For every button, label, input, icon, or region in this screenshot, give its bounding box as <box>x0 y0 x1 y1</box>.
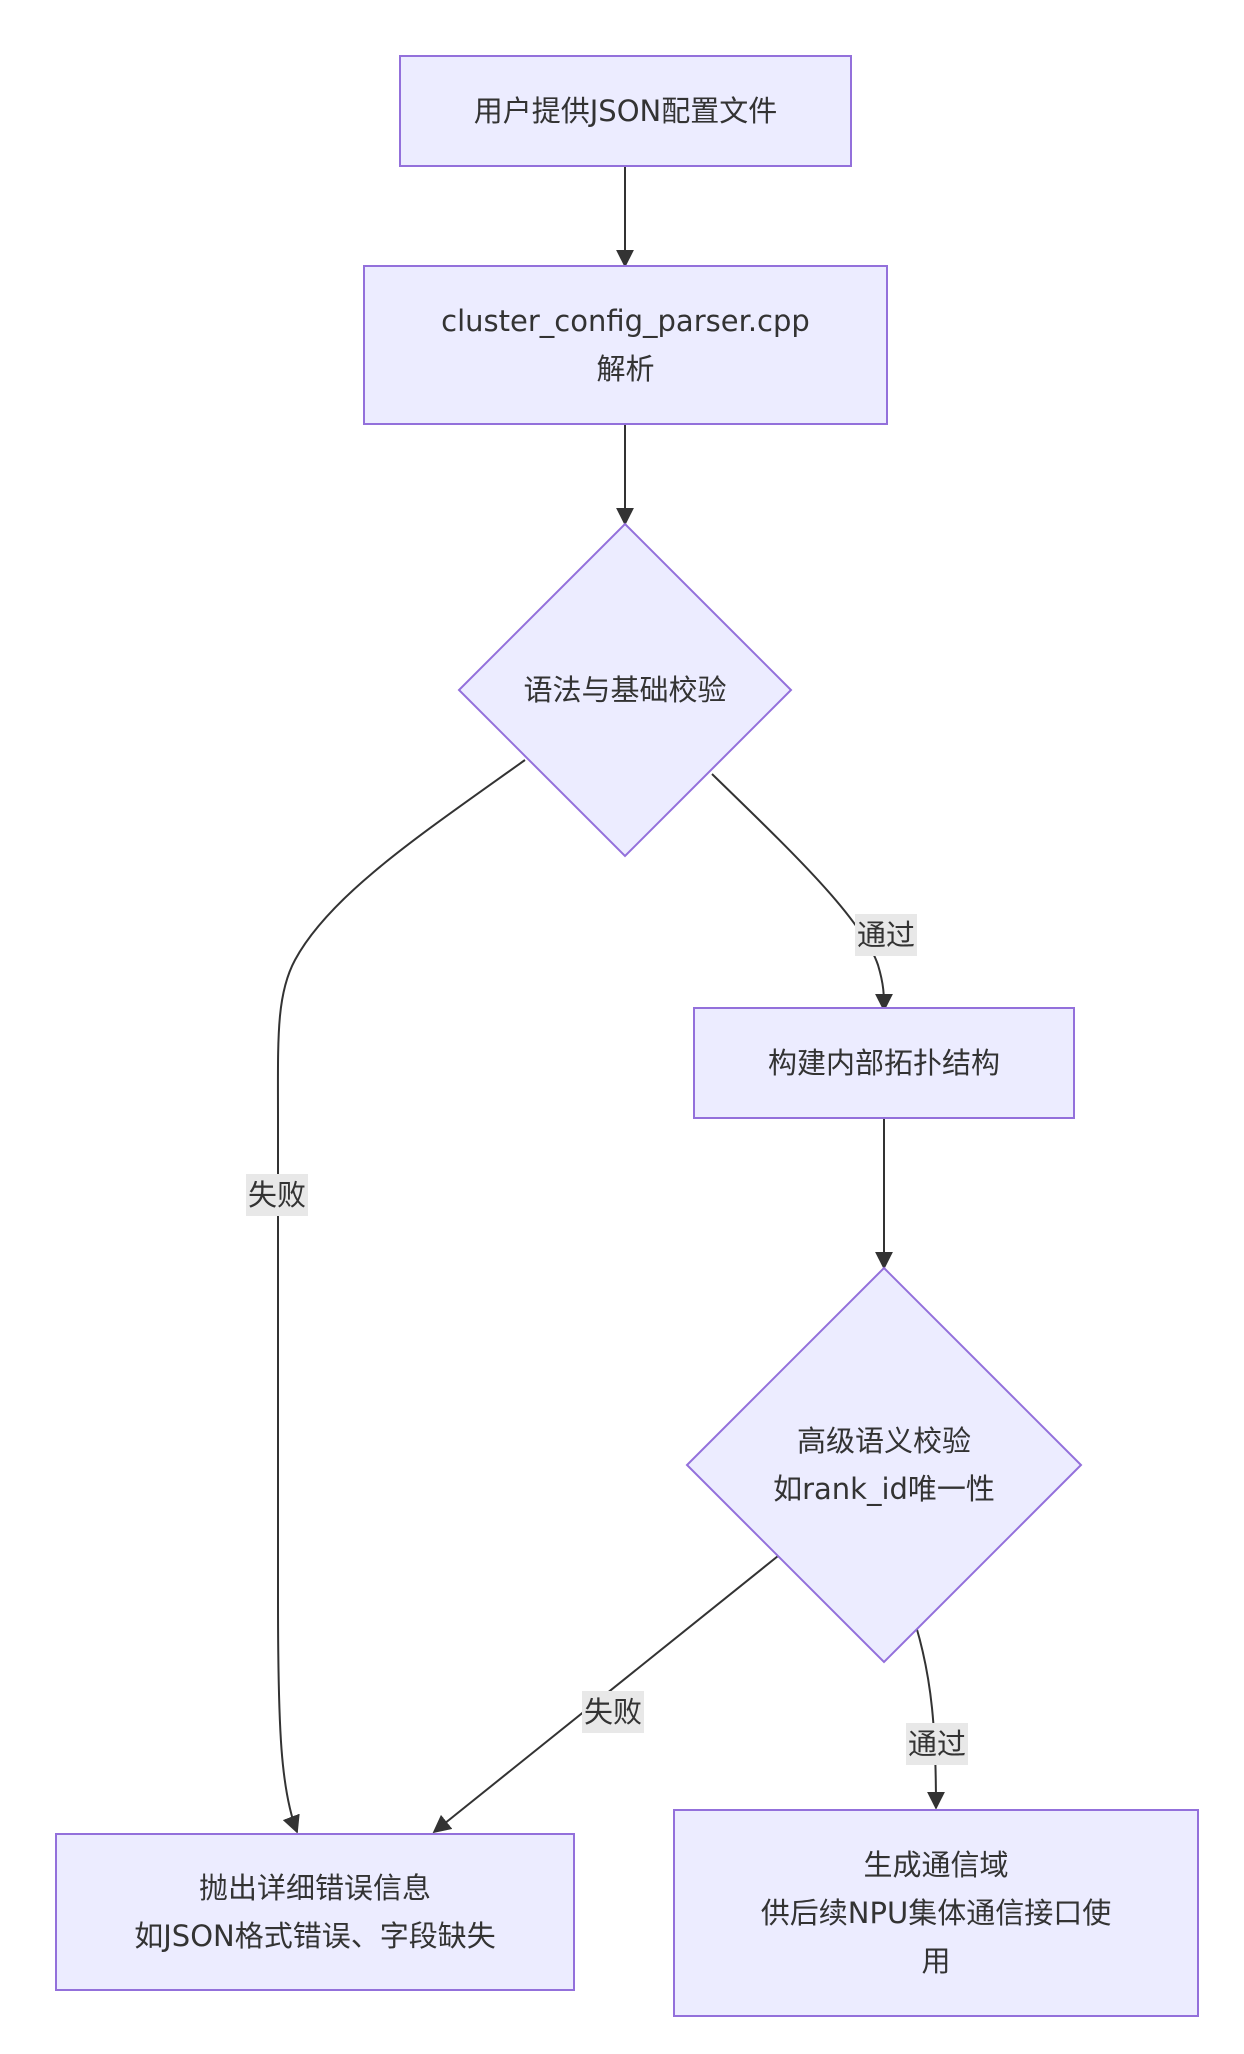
edge-label-syntax-pass: 通过 <box>855 914 918 956</box>
node-syntax-check-label: 语法与基础校验 <box>459 642 791 738</box>
node-domain-text-line2: 供后续NPU集体通信接口使 <box>760 1896 1112 1930</box>
edge-label-syntax-fail: 失败 <box>246 1174 309 1216</box>
node-build-topology-box <box>693 1007 1075 1119</box>
node-error-label: 抛出详细错误信息 如JSON格式错误、字段缺失 <box>56 1834 574 1990</box>
node-parser-text-line2: 解析 <box>596 352 655 386</box>
node-syntax-check-diamond <box>457 522 793 858</box>
edge-syntax-fail <box>276 759 526 1834</box>
node-error-text-line1: 抛出详细错误信息 <box>198 1871 431 1905</box>
node-syntax-check-text: 语法与基础校验 <box>523 673 727 707</box>
node-semantic-check-text-line1: 高级语义校验 <box>796 1424 971 1458</box>
node-build-topology-label: 构建内部拓扑结构 <box>694 1008 1074 1118</box>
node-domain-label: 生成通信域 供后续NPU集体通信接口使 用 <box>674 1810 1198 2016</box>
node-error-box <box>55 1833 575 1991</box>
node-domain-box <box>673 1809 1199 2017</box>
node-user-json-label: 用户提供JSON配置文件 <box>400 56 851 166</box>
node-semantic-check-diamond <box>685 1266 1083 1664</box>
node-domain-text-line1: 生成通信域 <box>863 1848 1009 1882</box>
node-domain-text-line3: 用 <box>921 1944 951 1978</box>
edge-label-semantic-fail: 失败 <box>582 1691 645 1733</box>
node-user-json-box <box>399 55 852 167</box>
node-parser-box <box>363 265 888 425</box>
node-semantic-check-label: 高级语义校验 如rank_id唯一性 <box>720 1413 1048 1517</box>
edge-semantic-pass <box>915 1625 945 1810</box>
edge-syntax-pass <box>711 773 893 1012</box>
node-user-json-text: 用户提供JSON配置文件 <box>473 94 778 128</box>
node-semantic-check-text-line2: 如rank_id唯一性 <box>773 1472 995 1506</box>
node-error-text-line2: 如JSON格式错误、字段缺失 <box>134 1919 496 1953</box>
edge-label-semantic-pass: 通过 <box>906 1723 969 1765</box>
node-parser-label: cluster_config_parser.cpp 解析 <box>364 266 887 424</box>
node-parser-text-line1: cluster_config_parser.cpp <box>441 304 810 338</box>
node-build-topology-text: 构建内部拓扑结构 <box>767 1046 1000 1080</box>
